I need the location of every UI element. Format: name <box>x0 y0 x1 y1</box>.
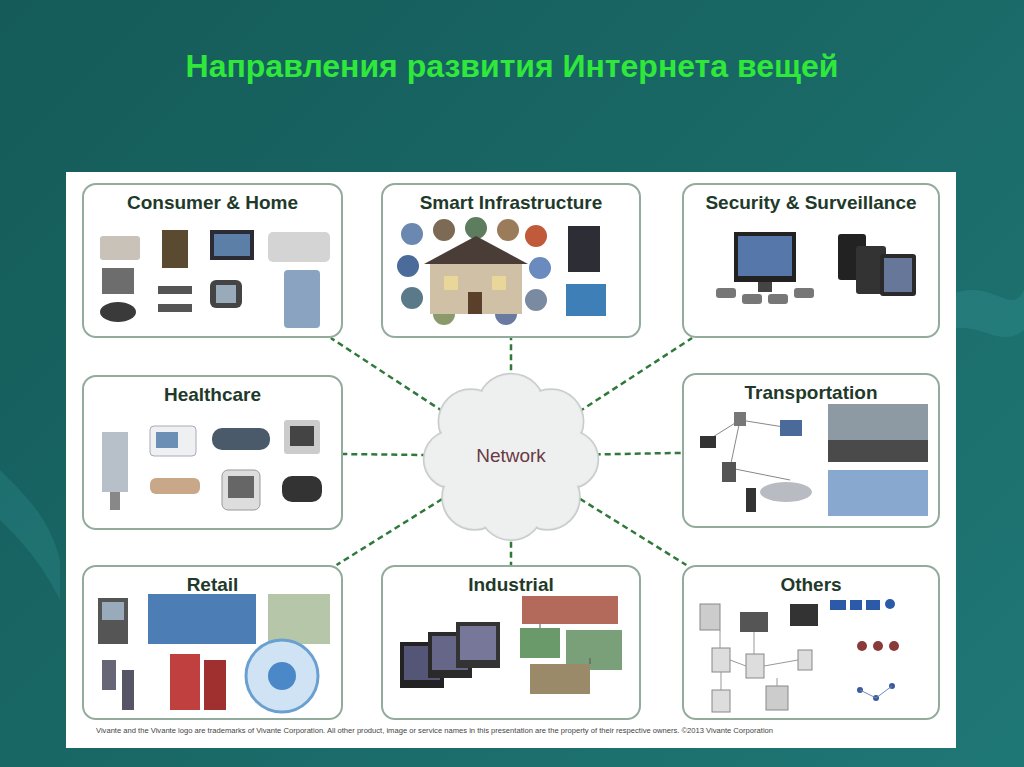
slide-title: Направления развития Интернета вещей <box>0 48 1024 85</box>
medical-devices <box>102 420 322 510</box>
dashed-connector <box>580 499 686 565</box>
category-box: Healthcare <box>82 375 343 530</box>
box-heading: Healthcare <box>84 377 341 406</box>
category-box: Smart Infrastructure <box>381 183 641 338</box>
box-heading: Retail <box>84 567 341 596</box>
industrial-illustration <box>400 596 622 694</box>
surveillance-devices <box>716 232 916 304</box>
category-box: Consumer & Home <box>82 183 343 338</box>
cloud-label: Network <box>420 370 602 542</box>
trademark-note: Vivante and the Vivante logo are tradema… <box>96 726 773 735</box>
category-box: Others <box>682 565 940 720</box>
other-devices-illustration <box>700 599 899 712</box>
retail-illustration <box>98 594 330 712</box>
box-heading: Security & Surveillance <box>684 185 938 214</box>
box-heading: Transportation <box>684 375 938 404</box>
dashed-connector <box>331 338 443 412</box>
box-heading: Consumer & Home <box>84 185 341 214</box>
consumer-devices <box>100 230 330 328</box>
transport-network-illustration <box>700 404 928 516</box>
dashed-connector <box>343 454 427 456</box>
box-heading: Industrial <box>383 567 639 596</box>
network-cloud: Network <box>420 370 602 542</box>
dashed-connector <box>579 338 692 412</box>
dashed-connector <box>595 453 682 455</box>
box-heading: Smart Infrastructure <box>383 185 639 214</box>
category-box: Transportation <box>682 373 940 528</box>
box-heading: Others <box>684 567 938 596</box>
category-box: Industrial <box>381 565 641 720</box>
category-box: Security & Surveillance <box>682 183 940 338</box>
category-box: Retail <box>82 565 343 720</box>
dashed-connector <box>337 499 443 565</box>
smart-city-illustration <box>397 217 606 325</box>
